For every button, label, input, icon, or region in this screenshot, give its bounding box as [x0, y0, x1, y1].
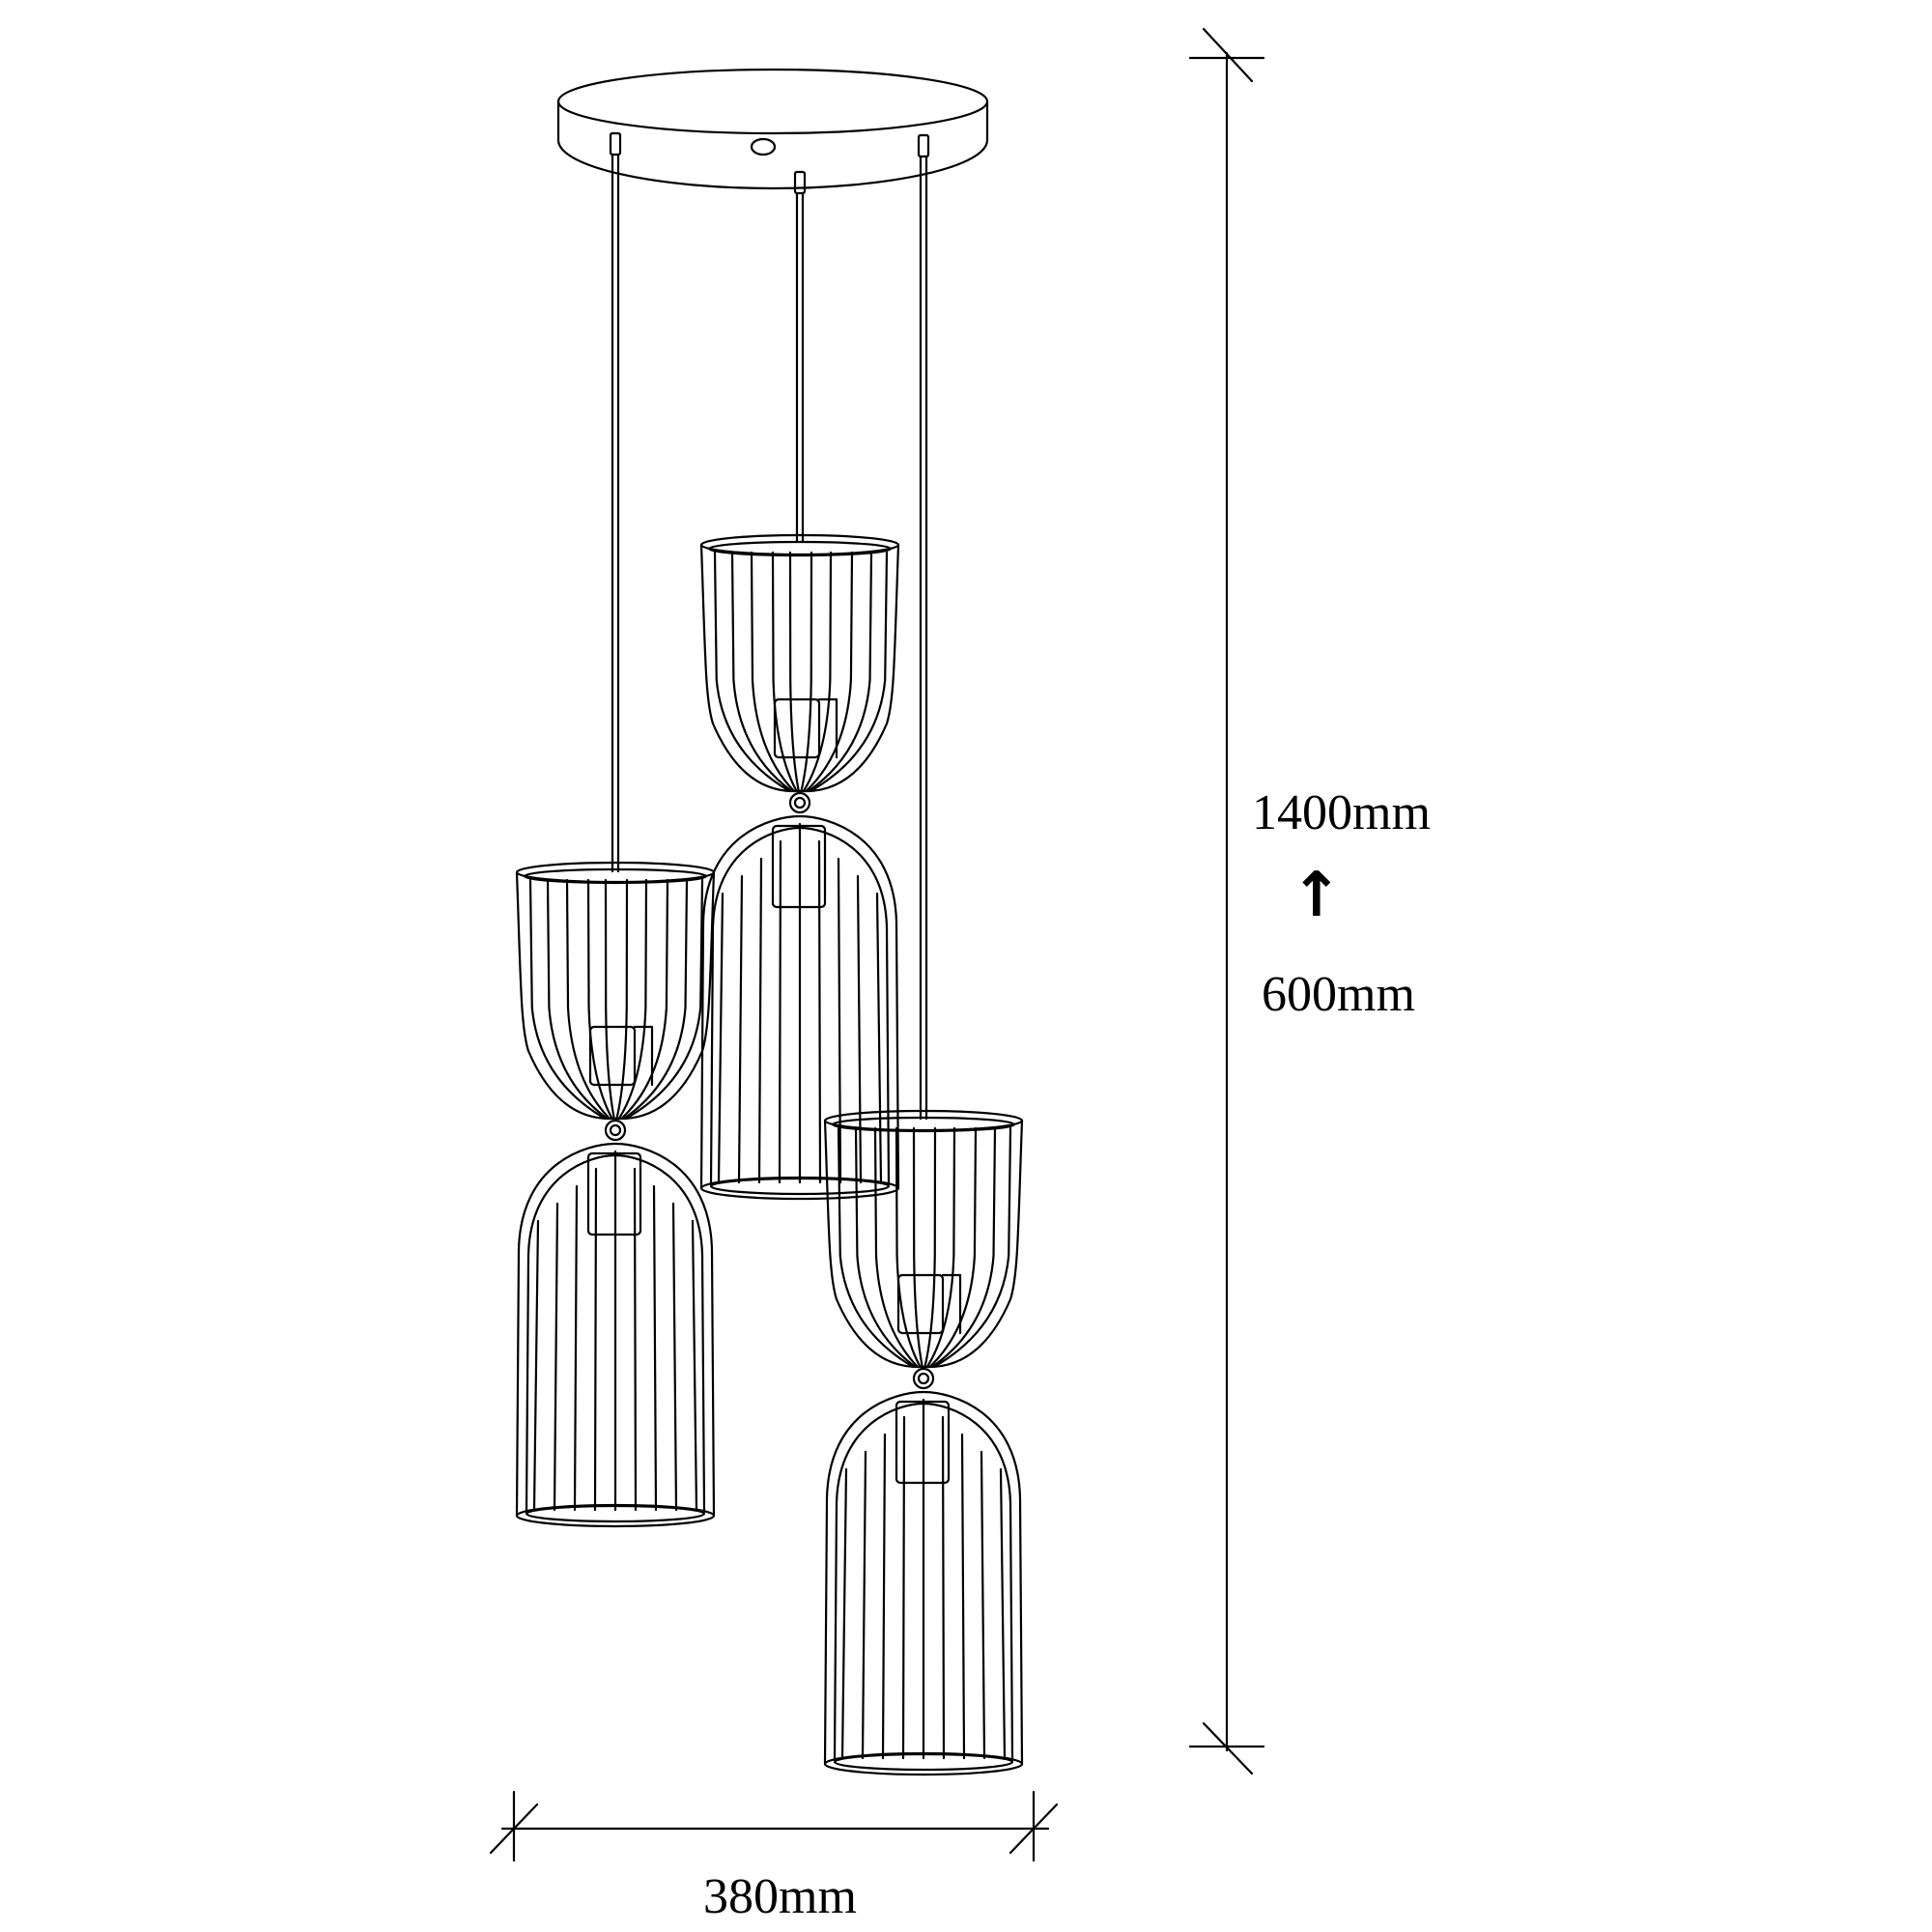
width-label: 380mm	[703, 1869, 857, 1924]
cage-shade-left	[515, 861, 716, 1528]
cable-middle	[793, 170, 807, 543]
height-min-label: 600mm	[1262, 967, 1415, 1022]
height-max-label: 1400mm	[1252, 785, 1431, 840]
ceiling-canopy	[556, 68, 989, 190]
cable-left	[609, 131, 622, 873]
cable-right	[917, 133, 930, 1121]
height-dimension-line	[1188, 27, 1265, 1776]
cage-shade-right	[823, 1109, 1024, 1776]
cage-shade-middle	[699, 533, 900, 1201]
width-dimension-line	[489, 1790, 1059, 1862]
arrow-up-icon: ↑	[1291, 860, 1343, 931]
